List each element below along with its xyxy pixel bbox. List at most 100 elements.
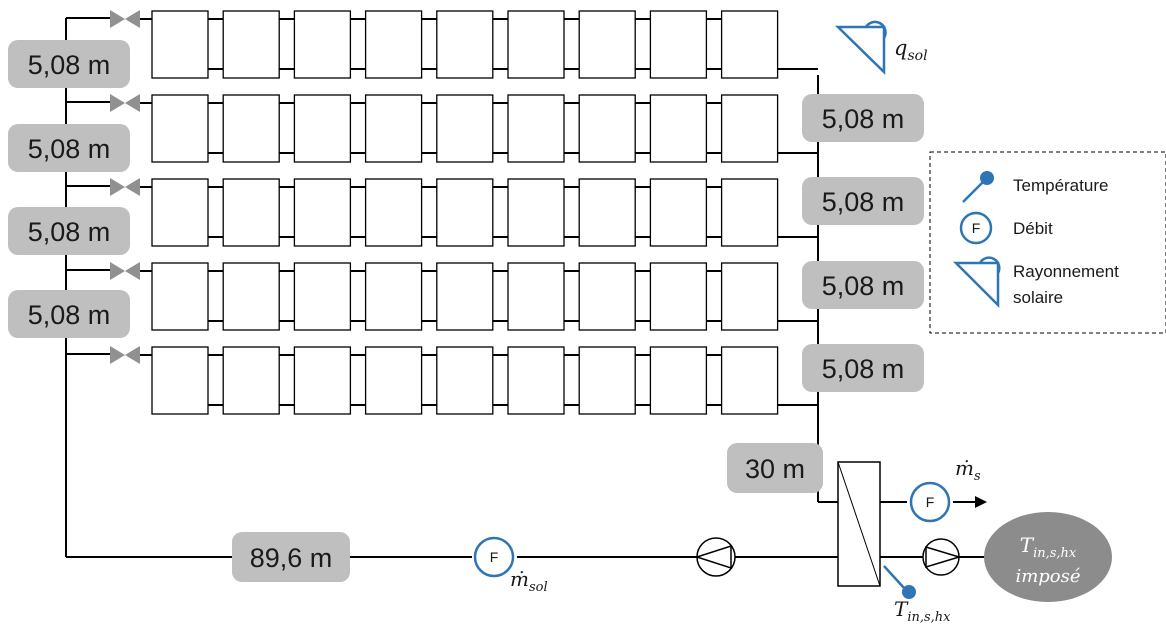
pipe-length-right-1: 5,08 m: [802, 94, 924, 142]
pipe-length-label: 5,08 m: [822, 104, 905, 134]
solar-collector-panel: [151, 10, 209, 79]
secondary-pump-icon: [922, 538, 960, 576]
pipe-length-label: 5,08 m: [28, 50, 111, 80]
solar-collector-panel: [222, 94, 280, 163]
primary-pump-icon: [696, 537, 736, 577]
solar-collector-panel: [364, 262, 423, 331]
solar-collector-panel: [222, 262, 280, 331]
solar-collector-panel: [507, 178, 565, 247]
pipe-length-label: 5,08 m: [822, 271, 905, 301]
svg-text:F: F: [972, 220, 981, 236]
solar-collector-panel: [649, 94, 708, 163]
solar-collector-panel: [649, 262, 708, 331]
solar-collector-panel: [293, 262, 352, 331]
legend-label-solar-line2: solaire: [1013, 288, 1063, 307]
secondary-flow-variable: ṁs: [955, 456, 981, 484]
solar-collector-panel: [507, 94, 565, 163]
pipe-length-exchanger: 30 m: [727, 443, 823, 493]
pipe-length-label: 5,08 m: [28, 134, 111, 164]
solar-collector-panel: [222, 10, 280, 79]
solar-collector-panel: [436, 10, 494, 79]
solar-collector-panel: [151, 94, 209, 163]
imposed-temperature-ellipse: Tin,s,hx imposé: [984, 512, 1112, 602]
svg-text:F: F: [490, 549, 499, 565]
solar-collector-panel: [293, 178, 352, 247]
pipe-length-label: 30 m: [745, 454, 805, 484]
svg-text:F: F: [926, 494, 935, 510]
solar-collector-panel: [578, 262, 636, 331]
secondary-flow-meter-icon: F: [909, 481, 951, 523]
pipe-length-right-3: 5,08 m: [802, 261, 924, 309]
solar-collector-panel: [507, 262, 565, 331]
solar-collector-panel: [151, 262, 209, 331]
solar-collector-panel: [720, 10, 779, 79]
solar-collector-panel: [436, 94, 494, 163]
solar-collector-panel: [364, 10, 423, 79]
solar-radiation-icon: [952, 256, 1001, 309]
solar-collector-panel: [436, 262, 494, 331]
solar-collector-panel: [649, 178, 708, 247]
pipe-length-right-2: 5,08 m: [802, 177, 924, 225]
solar-collector-panel: [364, 94, 423, 163]
pipe-length-left-4: 5,08 m: [8, 290, 130, 338]
primary-flow-meter-icon: F: [473, 536, 515, 578]
solar-collector-panel: [364, 178, 423, 247]
solar-collector-panel: [720, 346, 779, 415]
exchanger-temperature-variable: Tin,s,hx: [894, 597, 951, 625]
exchanger-temperature-sensor-icon: [883, 565, 916, 599]
solar-collector-panel: [436, 346, 494, 415]
secondary-outlet-pipe: [880, 496, 987, 508]
pipe-length-return: 89,6 m: [232, 532, 350, 582]
solar-collector-panel: [578, 10, 636, 79]
pipe-length-label: 89,6 m: [250, 543, 333, 573]
balancing-valve-row-3: [110, 178, 140, 196]
supply-pipe-left: [65, 18, 232, 558]
solar-collector-panel: [293, 10, 352, 79]
heat-exchanger: [837, 461, 881, 587]
legend-label-flow: Débit: [1013, 219, 1053, 238]
solar-collector-panel: [507, 10, 565, 79]
balancing-valve-row-4: [110, 262, 140, 280]
primary-flow-variable: ṁsol: [510, 567, 548, 595]
balancing-valve-row-5: [110, 346, 140, 364]
balancing-valve-row-1: [110, 10, 140, 28]
solar-collector-panel: [151, 346, 209, 415]
solar-collector-panel: [293, 346, 352, 415]
pipe-length-label: 5,08 m: [28, 300, 111, 330]
pipe-length-left-1: 5,08 m: [8, 40, 130, 88]
solar-collector-panel: [507, 346, 565, 415]
pipe-length-right-4: 5,08 m: [802, 344, 924, 392]
solar-collector-panel: [436, 178, 494, 247]
legend-label-temperature: Température: [1013, 176, 1108, 195]
solar-radiation-sensor-icon: [834, 20, 887, 75]
solar-collector-panel: [649, 10, 708, 79]
solar-radiation-variable: qsol: [894, 36, 928, 64]
solar-collector-panel: [720, 94, 779, 163]
solar-collector-panel: [151, 178, 209, 247]
solar-collector-panel: [578, 94, 636, 163]
row-inlet-pipes: [66, 17, 110, 355]
imposed-temperature-variable: Tin,s,hx: [1020, 533, 1077, 561]
pipe-length-label: 5,08 m: [822, 187, 905, 217]
solar-collector-panel: [222, 178, 280, 247]
pipe-length-label: 5,08 m: [28, 217, 111, 247]
temperature-sensor-icon: [962, 171, 994, 203]
solar-collector-panel: [649, 346, 708, 415]
legend-label-solar-line1: Rayonnement: [1013, 262, 1119, 281]
solar-collector-panel: [578, 346, 636, 415]
solar-collector-panel: [578, 178, 636, 247]
balancing-valve-row-2: [110, 94, 140, 112]
imposed-label: imposé: [1015, 566, 1080, 587]
legend: Température F Débit Rayonnement solaire: [929, 151, 1166, 334]
solar-collector-panel: [222, 346, 280, 415]
pipe-length-label: 5,08 m: [822, 354, 905, 384]
solar-collector-panel: [720, 262, 779, 331]
collector-field: [140, 10, 818, 415]
flow-meter-icon: F: [959, 211, 993, 245]
solar-collector-panel: [293, 94, 352, 163]
pipe-length-left-2: 5,08 m: [8, 124, 130, 172]
pipe-length-left-3: 5,08 m: [8, 207, 130, 255]
solar-collector-panel: [364, 346, 423, 415]
solar-collector-panel: [720, 178, 779, 247]
